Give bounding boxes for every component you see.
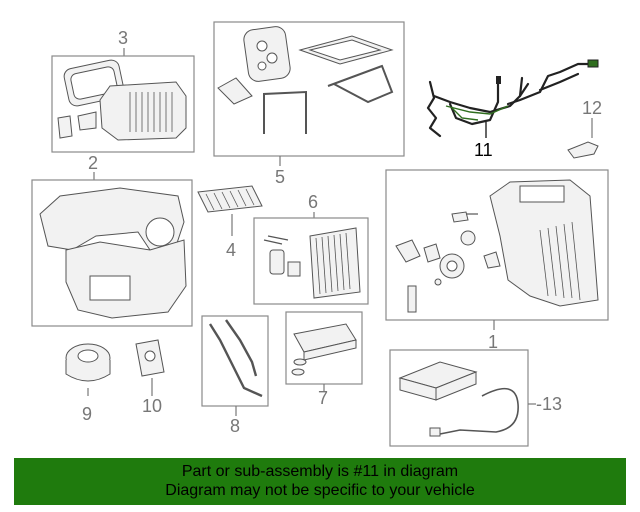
part-5-seal-frame: [327, 64, 394, 104]
part-12-group[interactable]: 12: [567, 98, 602, 159]
info-banner: Part or sub-assembly is #11 in diagram D…: [14, 458, 626, 505]
part-4-group[interactable]: 4: [197, 185, 263, 260]
part-12-sensor: [567, 141, 599, 159]
part-8-group[interactable]: 8: [201, 315, 269, 436]
part-6-group[interactable]: 6: [253, 192, 369, 305]
part-5-seal-a: [243, 26, 291, 82]
callout-6: 6: [308, 192, 318, 212]
callout-11: 11: [474, 140, 493, 160]
part-8-line-b: [225, 319, 258, 377]
banner-line-2: Diagram may not be specific to your vehi…: [165, 482, 475, 499]
callout-1: 1: [488, 332, 498, 352]
banner-line-1: Part or sub-assembly is #11 in diagram: [181, 463, 459, 480]
callout-2: 2: [88, 153, 98, 173]
part-8-box: [201, 315, 269, 407]
part-3-group[interactable]: 3: [51, 28, 195, 153]
part-6-valve: [269, 249, 285, 275]
part-1-group[interactable]: 1: [385, 169, 609, 352]
part-4-filter: [197, 185, 263, 213]
part-13-wire: [439, 387, 519, 435]
callout-4: 4: [226, 240, 236, 260]
part-10-group[interactable]: 10: [135, 339, 165, 416]
part-5-seal-strip: [263, 90, 307, 134]
callout-3: 3: [118, 28, 128, 48]
callout-13: -13: [536, 394, 562, 414]
part-2-group[interactable]: 2: [31, 153, 193, 327]
part-3-bracket: [77, 111, 97, 131]
part-13-group[interactable]: -13: [389, 349, 562, 447]
part-3-fins: [129, 92, 173, 132]
part-8-line-a: [208, 323, 263, 398]
part-1-hvac-module: [489, 179, 599, 307]
callout-7: 7: [318, 388, 328, 408]
callout-10: 10: [142, 396, 162, 416]
part-11-harness[interactable]: 11: [426, 59, 599, 160]
callout-12: 12: [582, 98, 602, 118]
callout-8: 8: [230, 416, 240, 436]
part-11-connector: [587, 59, 599, 68]
part-2-blower-opening: [145, 217, 175, 247]
part-7-group[interactable]: 7: [285, 311, 363, 408]
part-13-box: [389, 349, 529, 447]
callout-9: 9: [82, 404, 92, 424]
callout-5: 5: [275, 167, 285, 187]
part-5-group[interactable]: 5: [213, 21, 405, 187]
part-3-housing: [99, 81, 187, 141]
part-9-group[interactable]: 9: [65, 343, 111, 424]
part-3-clip: [57, 115, 73, 139]
part-1-motor: [395, 239, 421, 263]
part-5-seal-b: [217, 77, 253, 105]
parts-diagram: 3 2 5: [31, 21, 609, 447]
